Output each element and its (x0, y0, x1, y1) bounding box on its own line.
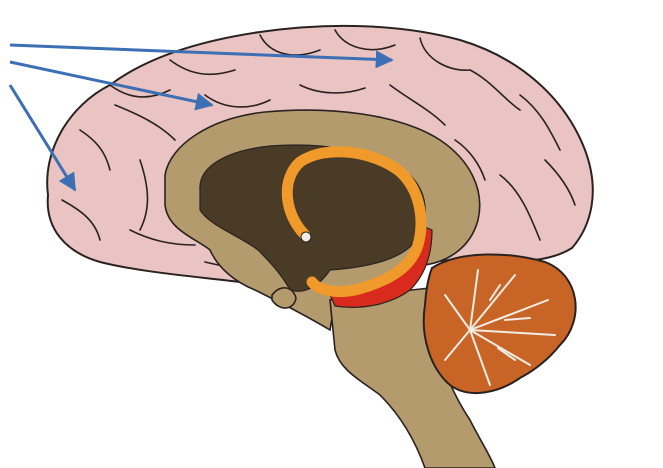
arrow-cingulate-gyrus (9, 60, 214, 111)
pointer-arrows (8, 43, 394, 192)
arbor-vitae (444, 269, 556, 386)
lateral-ventricle (199, 144, 426, 292)
arrow-upper-cortex (9, 43, 394, 69)
pituitary (271, 287, 297, 309)
cortical-sulci (61, 29, 576, 277)
arrow-frontal-lobe (8, 84, 77, 192)
cerebellum (422, 253, 577, 394)
fornix (281, 146, 427, 298)
brainstem (329, 287, 496, 468)
fornix-tip (300, 231, 312, 243)
